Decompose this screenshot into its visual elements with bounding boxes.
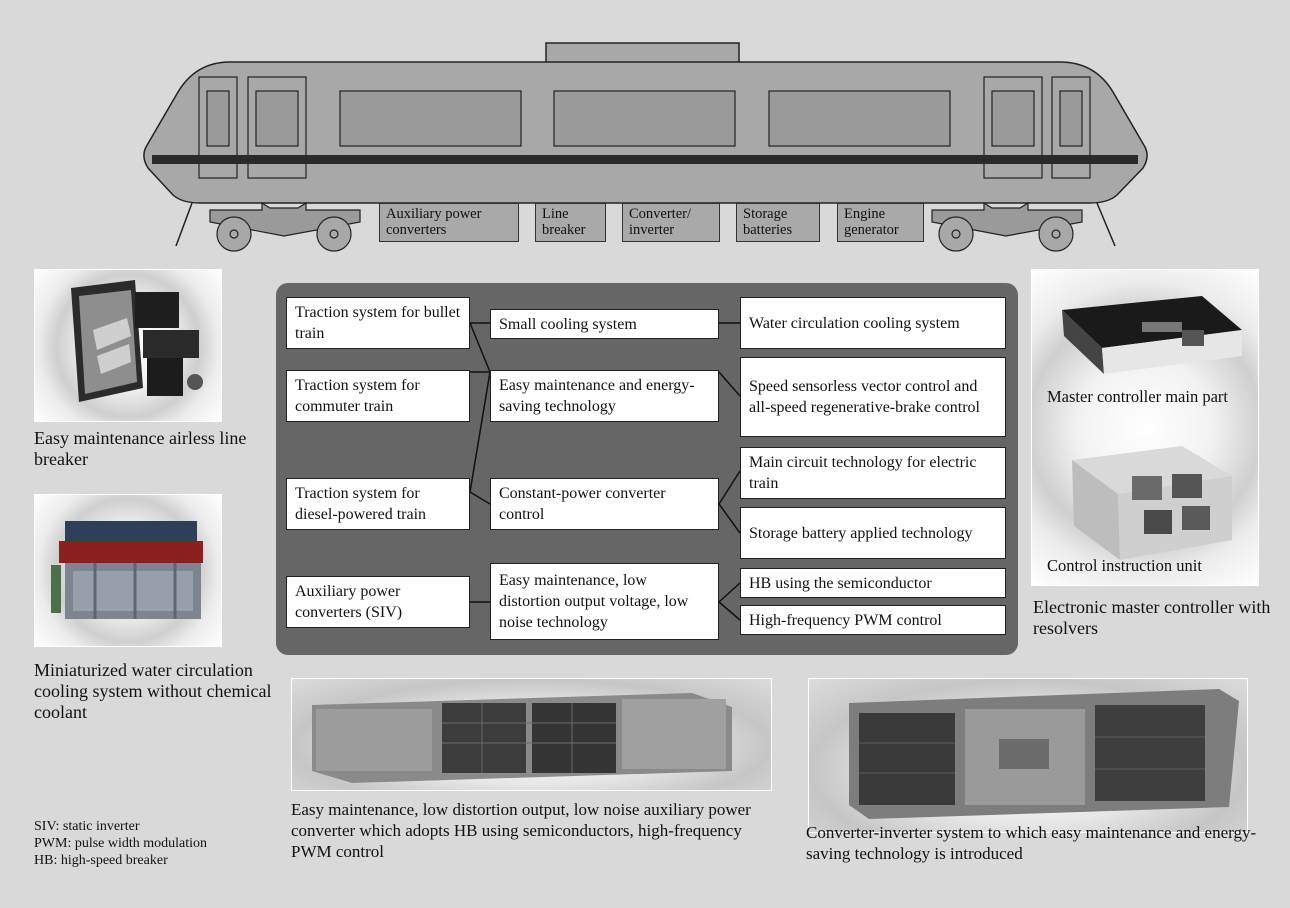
train-component-engine: Engine generator [837,203,924,242]
aux-converter-image [312,693,732,783]
master-controller-image [1062,296,1242,560]
system-aux-converters: Auxiliary power converters (SIV) [286,576,470,628]
legend-hb: HB: high-speed breaker [34,853,168,868]
train-component-converter: Converter/ inverter [622,203,720,242]
cooling-caption: Miniaturized water circulation cooling s… [34,660,272,722]
system-bullet-train: Traction system for bullet train [286,297,470,349]
control-unit-caption: Control instruction unit [1047,556,1202,575]
feature-low-distortion: Easy maintenance, low distortion output … [490,563,719,640]
aux-converter-photo [291,678,772,791]
aux-converter-caption: Easy maintenance, low distortion output,… [291,800,751,861]
left-door-outer [198,76,238,179]
body-stripe [152,155,1138,164]
right-skirt [1096,202,1116,247]
tech-high-frequency-pwm: High-frequency PWM control [740,605,1006,635]
line-breaker-caption: Easy maintenance airless line breaker [34,428,247,469]
line-breaker-photo [34,269,222,422]
right-door-outer [1051,76,1091,179]
master-controller-caption: Electronic master controller with resolv… [1033,597,1271,638]
converter-inverter-image [849,689,1239,819]
left-door-2-window [255,90,299,147]
feature-small-cooling: Small cooling system [490,309,719,339]
converter-inverter-photo [808,678,1248,833]
line-breaker-image [71,280,203,402]
feature-constant-power: Constant-power converter control [490,478,719,530]
system-diesel-train: Traction system for diesel-powered train [286,478,470,530]
right-door-window [1059,90,1083,147]
system-commuter-train: Traction system for commuter train [286,370,470,422]
legend-pwm: PWM: pulse width modulation [34,836,208,851]
right-door-1-window [991,90,1035,147]
train-component-storage: Storage batteries [736,203,820,242]
tech-sensorless-vector: Speed sensorless vector control and all-… [740,357,1006,437]
right-bogie [931,201,1083,252]
train-component-aux: Auxiliary power converters [379,203,519,242]
left-skirt [175,202,193,247]
left-door-2 [247,76,307,179]
cooling-system-image [51,521,203,619]
tech-main-circuit: Main circuit technology for electric tra… [740,447,1006,499]
master-controller-photo [1031,269,1259,586]
converter-inverter-caption: Converter-inverter system to which easy … [806,823,1257,863]
feature-maintenance-energy: Easy maintenance and energy-saving techn… [490,370,719,422]
legend-siv: SIV: static inverter [34,819,140,834]
window-1 [339,90,522,147]
master-main-caption: Master controller main part [1047,387,1228,406]
left-door-window [206,90,230,147]
train-component-line-breaker: Line breaker [535,203,606,242]
abbreviation-legend: SIV: static inverter PWM: pulse width mo… [34,818,207,869]
cooling-photo [34,494,222,647]
window-2 [553,90,736,147]
right-door-1 [983,76,1043,179]
window-3 [768,90,951,147]
tech-water-cooling: Water circulation cooling system [740,297,1006,349]
tech-storage-battery: Storage battery applied technology [740,507,1006,559]
left-bogie [209,201,361,252]
tech-hb-semiconductor: HB using the semiconductor [740,568,1006,598]
